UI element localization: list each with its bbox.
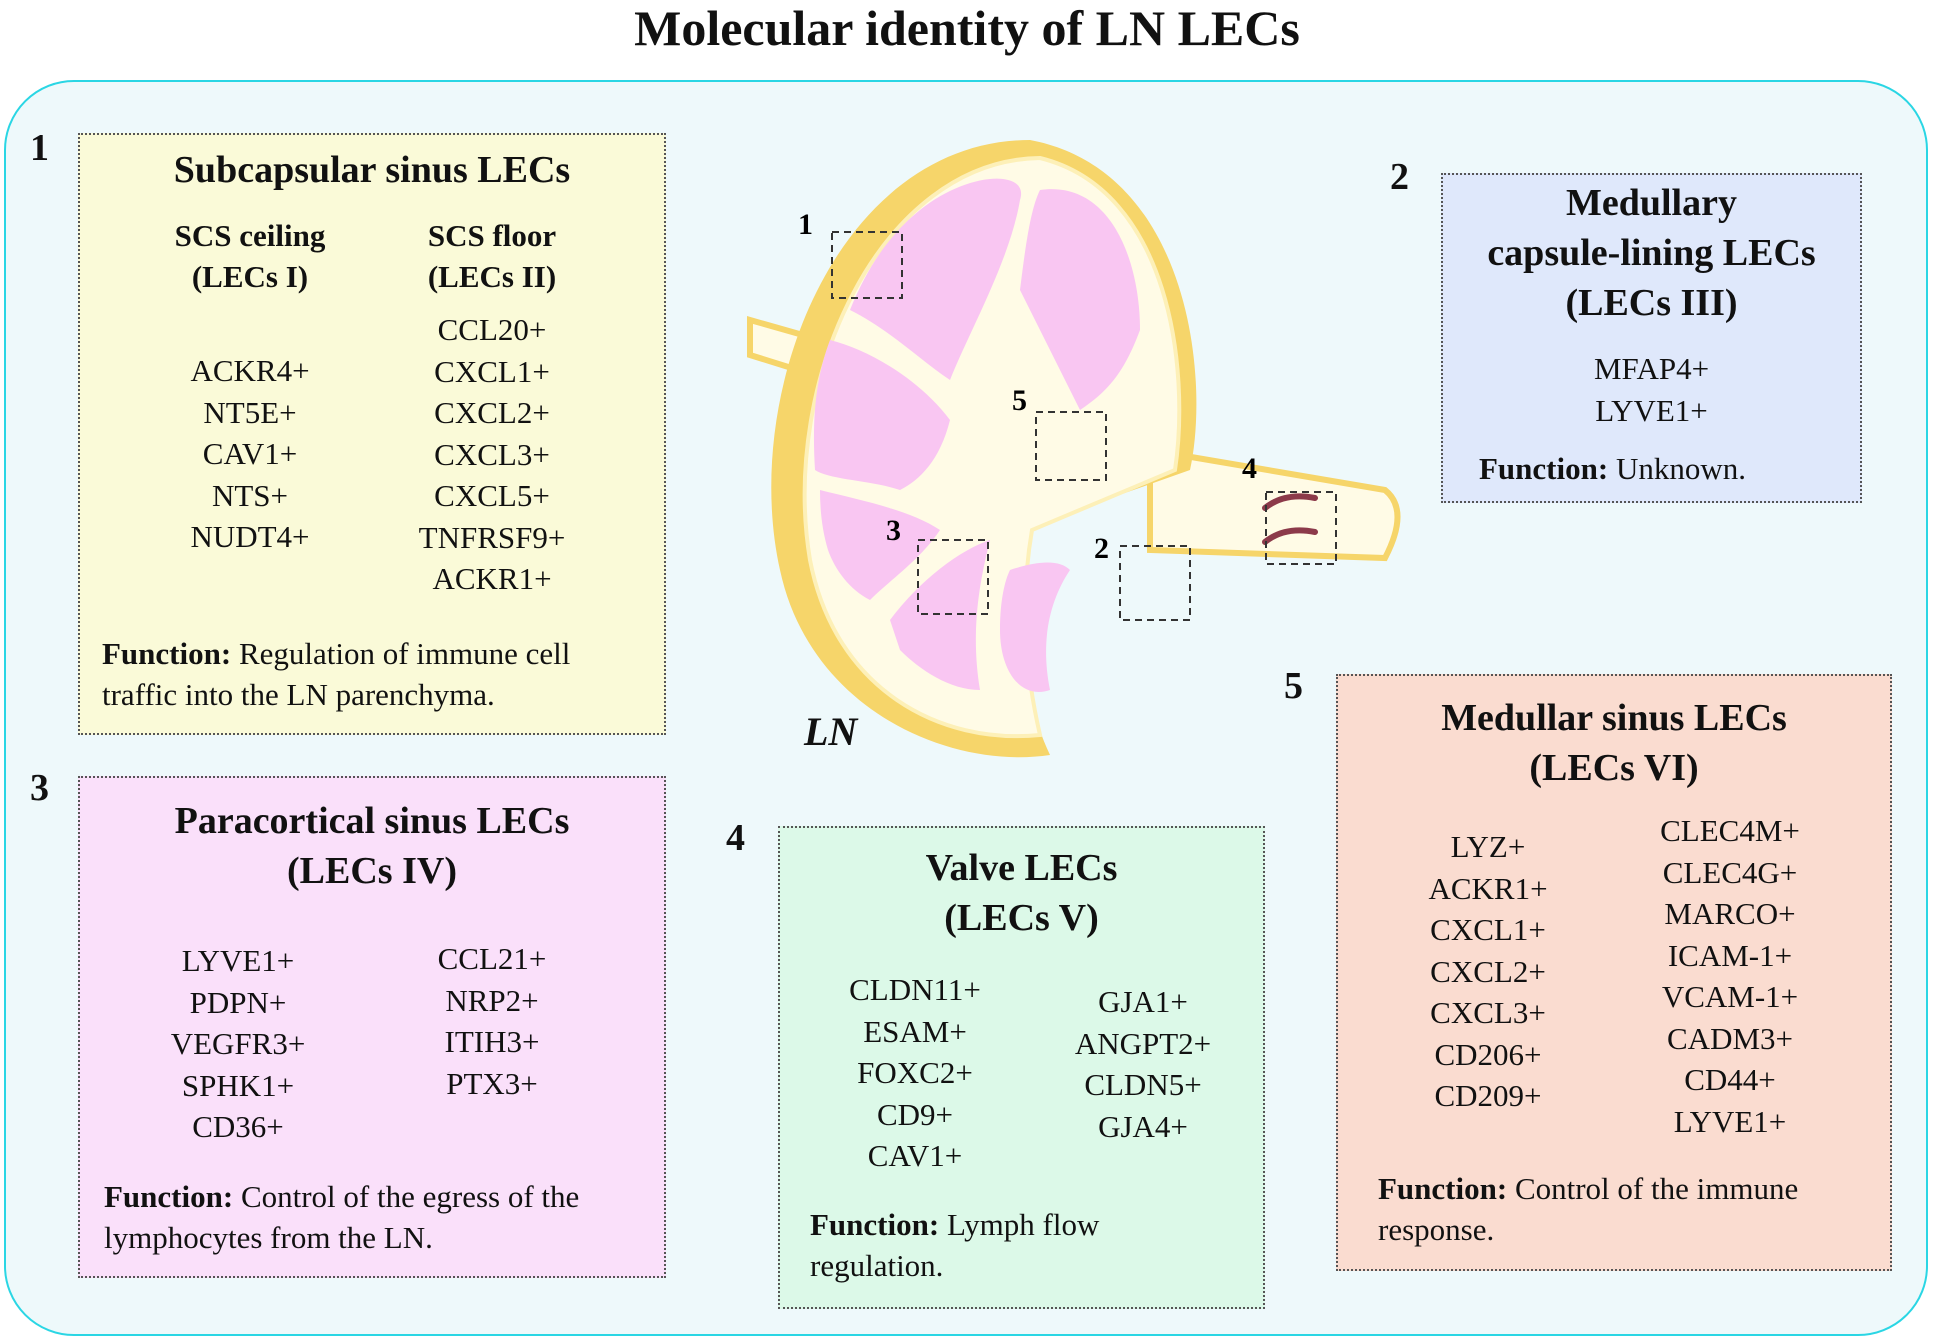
page-title: Molecular identity of LN LECs [634,0,1300,56]
marker: CAV1+ [202,436,298,471]
marker: LYVE1+ [1673,1103,1787,1139]
marker: GJA4+ [1098,1108,1188,1144]
marker: CADM3+ [1667,1020,1793,1056]
panel-number-2: 2 [1390,156,1409,198]
panel-title: Medullar sinus LECs [1441,697,1787,739]
marker: ESAM+ [863,1013,967,1049]
marker: VCAM-1+ [1661,979,1799,1014]
panel-title: (LECs VI) [1529,747,1699,789]
marker: CD9+ [876,1096,954,1132]
panel-medullary-capsule-lining: Medullary capsule-lining LECs (LECs III)… [1441,173,1862,503]
marker: NRP2+ [445,982,539,1018]
cortex-lobe [813,340,950,490]
panel-title: (LECs V) [944,897,1099,939]
marker: CLDN11+ [849,972,981,1007]
marker: FOXC2+ [857,1055,973,1090]
marker: CLDN5+ [1084,1067,1202,1102]
marker: CD44+ [1684,1062,1776,1097]
column-header: SCS ceiling [174,218,326,253]
panel-number-4: 4 [726,817,745,859]
valve-leaflet [1262,493,1318,511]
marker: CXCL3+ [434,436,550,472]
marker: GJA1+ [1098,984,1188,1019]
marker: ACKR4+ [190,353,310,388]
column-header: (LECs II) [427,259,557,294]
panel-title: (LECs IV) [287,850,457,892]
marker: CXCL1+ [1430,912,1546,947]
marker: MFAP4+ [1593,351,1710,386]
cortex-lobe [820,490,940,600]
marker: CXCL3+ [1430,995,1546,1030]
marker: CD206+ [1434,1036,1542,1072]
marker: NTS+ [211,477,289,513]
function-text: Function: Control of the egress of the l… [104,1179,580,1255]
panel-number-3: 3 [30,767,49,809]
marker: CXCL1+ [434,353,550,389]
marker: PTX3+ [446,1065,538,1101]
region-box-2 [1119,545,1191,621]
function-text: Function: Lymph flow regulation. [810,1207,1100,1283]
marker: CXCL2+ [1430,953,1546,989]
function-text: Function: Unknown. [1479,451,1746,486]
ln-label: LN [804,709,858,754]
cortex-lobe [1020,189,1140,410]
panel-paracortical-sinus: Paracortical sinus LECs (LECs IV) LYVE1+… [78,776,666,1278]
marker: CD209+ [1434,1078,1542,1113]
marker: CCL21+ [437,941,547,976]
marker: MARCO+ [1664,896,1796,931]
panel-number-1: 1 [30,127,49,169]
marker: LYZ+ [1450,829,1526,864]
panel-title: (LECs III) [1565,282,1738,324]
marker: CXCL5+ [434,478,550,513]
marker: NT5E+ [203,394,297,430]
marker: TNFRSF9+ [418,519,566,555]
marker: CXCL2+ [434,395,550,430]
panel-title: Medullary [1566,182,1737,224]
region-number-3: 3 [886,514,901,547]
function-text: Function: Control of the immune response… [1378,1171,1799,1247]
marker: CCL20+ [437,312,547,347]
panel-title: Valve LECs [925,847,1118,889]
panel-title: Paracortical sinus LECs [174,800,570,842]
panel-title: capsule-lining LECs [1487,232,1816,274]
panel-medullar-sinus: Medullar sinus LECs (LECs VI) LYZ+ ACKR1… [1336,674,1892,1271]
marker: ANGPT2+ [1074,1025,1212,1061]
marker: CD36+ [192,1109,284,1144]
marker: ACKR1+ [1428,870,1548,906]
panel-number-5: 5 [1284,665,1303,707]
marker: VEGFR3+ [170,1026,306,1061]
function-text: Function: Regulation of immune cell traf… [102,636,571,712]
cortex-lobe [850,178,1022,380]
marker: CLEC4M+ [1660,813,1800,848]
region-number-5: 5 [1012,384,1027,417]
panel-title: Subcapsular sinus LECs [173,149,571,191]
marker: SPHK1+ [181,1067,295,1103]
lymph-node-diagram: 1 5 3 2 4 [747,140,1401,758]
region-number-2: 2 [1094,532,1109,565]
valve-leaflet [1262,527,1318,545]
column-header: (LECs I) [191,259,309,294]
region-box-1 [831,231,903,299]
panel-subcapsular-sinus: Subcapsular sinus LECs SCS ceiling (LECs… [78,133,666,735]
column-header: SCS floor [427,218,557,253]
marker: CAV1+ [867,1138,963,1173]
marker: ITIH3+ [444,1024,540,1059]
region-number-1: 1 [798,208,813,241]
marker: CLEC4G+ [1662,854,1798,890]
marker: NUDT4+ [190,519,310,554]
region-box-5 [1035,411,1107,481]
marker: LYVE1+ [181,943,295,978]
marker: PDPN+ [189,984,287,1020]
cortex-lobe [1000,562,1070,692]
marker: LYVE1+ [1595,392,1708,428]
marker: ICAM-1+ [1667,937,1793,973]
marker: ACKR1+ [432,561,552,596]
region-number-4: 4 [1242,452,1257,485]
panel-valve: Valve LECs (LECs V) CLDN11+ ESAM+ FOXC2+… [778,826,1265,1309]
